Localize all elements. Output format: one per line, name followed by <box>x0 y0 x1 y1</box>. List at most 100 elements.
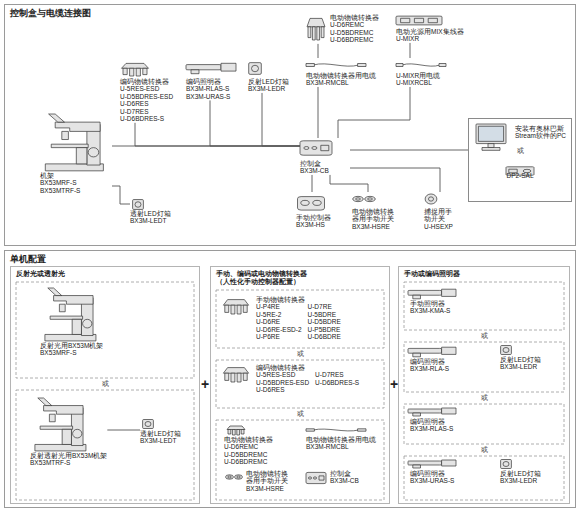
nosepiece-part <box>123 68 127 74</box>
dp2-part <box>509 169 517 173</box>
model-number: U-MIXR <box>396 35 464 42</box>
cable-icon <box>396 64 446 67</box>
cb-part <box>304 147 309 150</box>
model-number: BX3M-CB <box>330 477 359 484</box>
knob1-part <box>425 194 437 204</box>
model-number: U-D6BDREMC <box>330 36 379 43</box>
frame-part <box>73 429 82 438</box>
frame-part <box>40 426 72 429</box>
model-number: U-D7RES <box>315 371 359 378</box>
nosepiece-part <box>130 68 134 76</box>
part-name: 手动控制器 <box>296 214 336 221</box>
part-name: 控制盒 <box>330 470 359 477</box>
part-name: 手动物镜转换器 <box>256 296 341 303</box>
cable-part <box>306 64 314 67</box>
section-heading: 安装有奥林巴斯Stream软件的PC <box>515 125 569 140</box>
hs-part <box>301 200 309 205</box>
model-number: BX3M-HS <box>296 221 336 228</box>
frame-part <box>49 414 55 422</box>
model-number: BX3M-HSRE <box>246 485 293 492</box>
option-frame <box>404 404 564 444</box>
section-heading: 手动或编码照明器 <box>404 270 564 278</box>
nosepiece-part <box>241 430 244 435</box>
model-list: U-5RES-ESDU-D5BDRES-ESDU-D6RESU-D7RESU-D… <box>256 371 359 393</box>
part-name: 电动物镜转换器用电缆 <box>306 436 376 443</box>
illum-part <box>221 63 236 71</box>
model-number: BX3M-LEDR <box>500 477 541 484</box>
part-name: U-MIXR用电缆 <box>396 72 440 79</box>
model-number: U-P5BDRE <box>308 326 341 333</box>
model-number: BX53MRF-S <box>40 179 112 186</box>
component: 反射LED灯箱BX3M-LEDR <box>500 344 541 371</box>
part-name: 编码照明器 <box>410 358 449 365</box>
component: 控制盒BX3M-CB <box>306 470 359 485</box>
cable-connector <box>112 186 130 204</box>
component: 反射透射光用BX53M机架BX53MTRF-S <box>30 396 107 467</box>
plus-sign: + <box>390 377 398 391</box>
component: 电动物镜转换器用电缆BX3M-RMCBL <box>306 424 376 451</box>
cable-icon <box>306 429 366 431</box>
model-number: U-D6BDREMC <box>224 458 273 465</box>
hs-part <box>298 197 325 211</box>
model-number: U-D6BDRE <box>308 333 341 340</box>
knob2-part <box>228 476 232 478</box>
frame-part <box>54 296 93 305</box>
component: 电动物镜转换器用手动开关BX3M-HSRE <box>352 192 399 230</box>
led-part <box>133 200 144 210</box>
led-part <box>252 65 259 72</box>
model-number: BX53MTRF-S <box>40 187 112 194</box>
pc-part <box>482 148 500 151</box>
knob2-part <box>226 475 234 479</box>
cable-part <box>402 64 440 66</box>
plus-sign: + <box>201 377 209 391</box>
alternative-mark: 或 <box>481 333 488 340</box>
cable-connector <box>350 150 468 151</box>
knob2-icon <box>353 196 376 201</box>
component: 手动物镜转换器U-P4REU-5RE-2U-D6REU-D6RE-ESD-2U-… <box>222 296 341 341</box>
cb-part <box>300 141 332 155</box>
mix-part <box>428 18 437 22</box>
illum-part <box>186 65 221 70</box>
illum-part <box>442 408 456 414</box>
model-number: BX3M-LEDR <box>500 363 541 370</box>
knob2-part <box>365 196 376 201</box>
section-panel: 控制盒与电缆连接图电动物镜转换器U-D6REMCU-D5BDREMCU-D6BD… <box>4 4 576 246</box>
part-name: 编码物镜转换器 <box>120 78 173 85</box>
component: 捕捉用手动开关U-HSEXP <box>424 192 454 230</box>
part-name: 反射LED灯箱 <box>248 78 289 85</box>
section-heading: 手动、编码或电动物镜转换器 （人性化手动控制器配置） <box>216 270 312 287</box>
part-name: 电动物镜转换器 <box>224 436 273 443</box>
illum-part <box>442 347 456 354</box>
model-number: BX3M-URAS-S <box>186 93 230 100</box>
illum-icon <box>408 289 456 299</box>
frame-part <box>51 144 88 147</box>
nosepiece-part <box>122 63 149 68</box>
part-name: 电动物镜转换器用电缆 <box>306 72 376 79</box>
model-number: U-D6REMC <box>330 21 379 28</box>
part-name: 机架 <box>40 172 112 179</box>
pc-box: 安装有奥林巴斯Stream软件的PC或DP2-SAL <box>468 118 572 202</box>
component: 编码照明器BX3M-RLAS-SBX3M-URAS-S <box>186 62 230 100</box>
part-name: 反射光用BX53M机架 <box>40 342 103 349</box>
option-frame <box>216 420 384 500</box>
part-name: 反射LED灯箱 <box>500 470 541 477</box>
alternative-mark: 或 <box>102 381 109 388</box>
pc-part <box>478 126 503 141</box>
cable-part <box>306 429 314 431</box>
option-frame <box>16 390 194 500</box>
frame-part <box>38 398 52 406</box>
component: 电动物镜转换器U-D6REMCU-D5BDREMCU-D6BDREMC <box>306 14 379 44</box>
model-number: BX3M-HSRE <box>352 223 399 230</box>
part-name: 反射透射光用BX53M机架 <box>30 452 107 459</box>
component: 电动光源用MIX集线器U-MIXR <box>396 14 464 43</box>
model-number: BX3M-RMCBL <box>306 79 376 86</box>
frame-part <box>72 319 81 334</box>
nosepiece-part <box>237 305 241 314</box>
cable-connector <box>107 430 140 431</box>
nosepiece-icon <box>227 426 245 435</box>
cb-part <box>308 477 311 479</box>
section-heading: 单机配置 <box>10 254 570 265</box>
frame-part <box>50 316 82 319</box>
led-part <box>249 63 262 75</box>
